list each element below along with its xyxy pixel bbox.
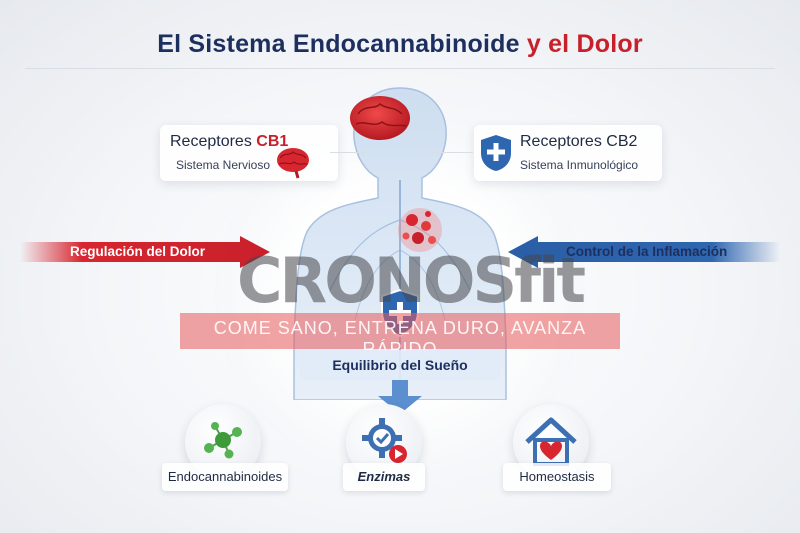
pain-regulation-label: Regulación del Dolor [70,244,206,259]
cb1-subtitle: Sistema Nervioso [176,158,271,172]
title-divider [25,68,775,69]
pain-regulation-arrow [20,236,270,268]
sleep-balance-label: Equilibrio del Sueño [300,350,500,380]
brain-icon [277,148,309,179]
inflammation-cells [398,208,442,252]
house-heart-icon [525,417,577,466]
cb1-title-highlight: CB1 [256,133,289,150]
shield-plus-icon [481,135,511,171]
cb1-receptor-card: Receptores CB1 Sistema Nervioso [160,125,338,181]
homeostasis-label: Homeostasis [503,463,611,491]
title-main: El Sistema Endocannabinoide [157,30,520,58]
cb1-title-prefix: Receptores [170,133,252,150]
molecule-icon [204,422,242,459]
inflammation-control-arrow [508,236,780,268]
watermark-band [180,313,620,349]
gear-check-icon [362,418,407,463]
enzymes-label: Enzimas [343,463,425,491]
watermark-logo: CRONOSfit [236,244,586,317]
endocannabinoids-label: Endocannabinoides [162,463,288,491]
title-highlight: y el Dolor [526,30,643,58]
cb1-title: Receptores CB1 [170,133,288,151]
cb1-connector [330,152,370,153]
down-arrow-icon [378,380,422,414]
cb2-subtitle: Sistema Inmunológico [520,158,639,172]
cb2-title: Receptores CB2 [520,133,638,150]
brain-icon [350,96,410,140]
inflammation-control-label: Control de la Inflamación [566,244,728,259]
cb2-receptor-card: Receptores CB2 Sistema Inmunológico [474,125,662,181]
cb2-connector [425,152,473,153]
page-title: El Sistema Endocannabinoide y el Dolor [0,30,800,59]
